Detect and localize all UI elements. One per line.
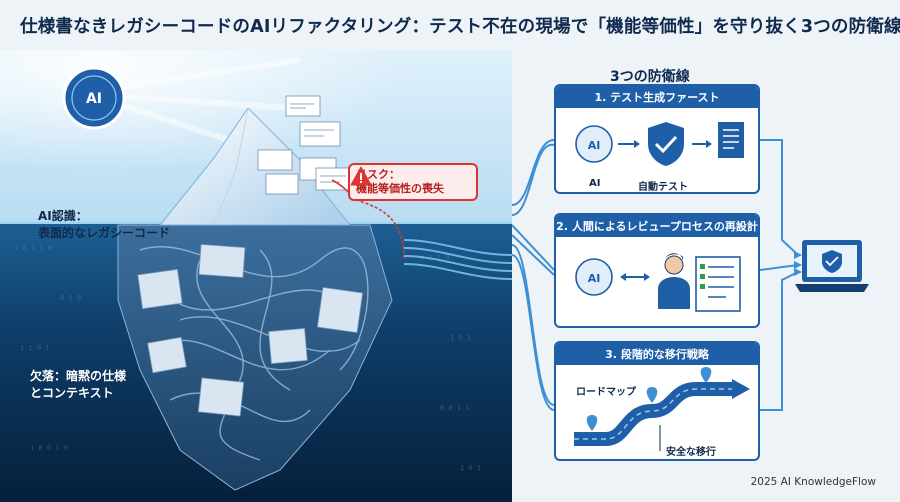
copyright-footer: 2025 AI KnowledgeFlow [750, 476, 876, 488]
card1-ai-icon: AI [588, 139, 601, 152]
card-header: 3. 段階的な移行戦略 [556, 343, 758, 365]
person-reviewer-icon [658, 253, 690, 309]
defense-panel: 3つの防衛線 1. テスト生成ファースト AI AI 自動テスト 2. 人間によ… [512, 50, 900, 502]
shield-check-icon [648, 122, 684, 166]
svg-text:0 1 1 0: 0 1 1 0 [420, 254, 450, 262]
defense-heading: 3つの防衛線 [610, 69, 690, 85]
title-bar: 仕様書なきレガシーコードのAIリファクタリング：テスト不在の現場で「機能等価性」… [0, 0, 900, 50]
ai-brain-icon [62, 66, 126, 130]
svg-text:1 0 1 1 0: 1 0 1 1 0 [14, 244, 52, 252]
ai-perception-label: AI認識： 表面的なレガシーコード [38, 209, 171, 240]
defense-card-test-first: 1. テスト生成ファースト AI AI 自動テスト [554, 84, 760, 194]
svg-text:1 0 1: 1 0 1 [450, 334, 471, 342]
defense-card-human-review: 2. 人間によるレビュープロセスの再設計 AI [554, 213, 760, 328]
svg-text:1 0 1: 1 0 1 [460, 464, 481, 472]
ai-label: AI [589, 178, 601, 189]
ai-brain-icon [575, 125, 613, 163]
card2-illustration: AI [575, 253, 741, 312]
card-header: 2. 人間によるレビュープロセスの再設計 [556, 215, 758, 237]
svg-text:0 0 1 1: 0 0 1 1 [440, 404, 470, 412]
card1-illustration: AI [575, 122, 744, 166]
auto-test-label: 自動テスト [638, 182, 688, 193]
roadmap-label: ロードマップ [576, 387, 636, 398]
svg-text:0 1 0: 0 1 0 [60, 294, 81, 302]
defense-card-phased-migration: 3. 段階的な移行戦略 ロードマップ 安全な移行 [554, 341, 760, 461]
laptop-shield-icon [795, 240, 869, 292]
svg-text:1 0 0 1 0: 1 0 0 1 0 [30, 444, 68, 452]
map-pin-icon [586, 367, 712, 431]
ai-brain-icon [575, 258, 613, 296]
deficit-label: 欠落：暗黙の仕様 とコンテキスト [30, 369, 127, 400]
ai-badge-text: AI [86, 91, 102, 107]
card3-illustration [574, 367, 750, 451]
risk-callout: リスク： 機能等価性の喪失 [348, 163, 478, 201]
iceberg-illustration: 1 0 1 1 0 0 1 0 1 1 0 1 0 1 1 0 1 0 1 0 0 1… [0, 50, 512, 502]
warning-icon [350, 166, 372, 186]
iceberg-panel: 1 0 1 1 0 0 1 0 1 1 0 1 0 1 1 0 1 0 1 0 0 1… [0, 50, 512, 502]
page-title: 仕様書なきレガシーコードのAIリファクタリング：テスト不在の現場で「機能等価性」… [20, 16, 900, 37]
safe-migration-label: 安全な移行 [666, 447, 716, 458]
flow-connectors [512, 139, 869, 411]
document-icon [718, 122, 744, 158]
svg-text:1 1 0 1: 1 1 0 1 [20, 344, 50, 352]
card2-ai-icon: AI [588, 272, 601, 285]
risk-text: 機能等価性の喪失 [356, 182, 444, 195]
card-header: 1. テスト生成ファースト [556, 86, 758, 108]
